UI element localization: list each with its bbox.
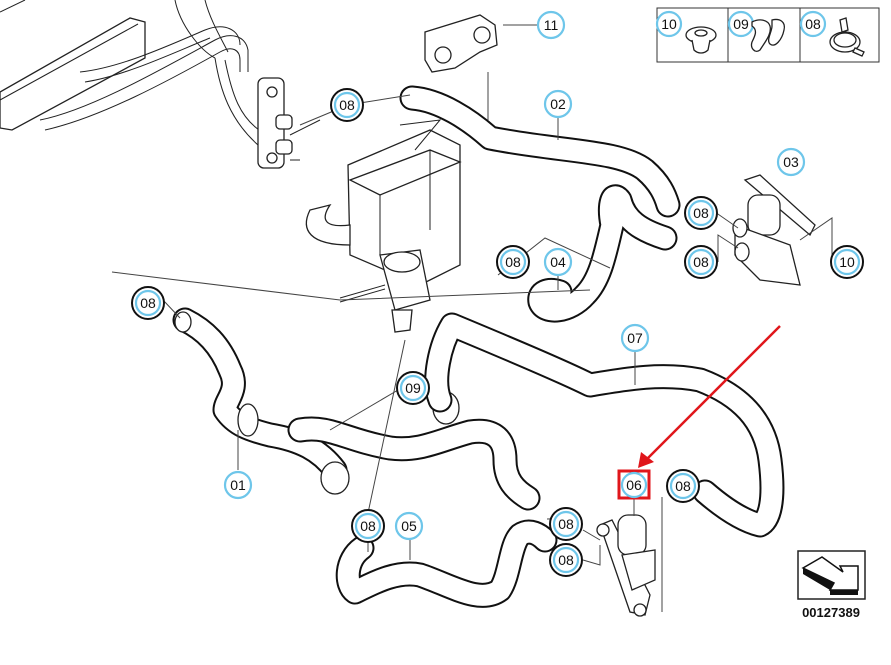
callout-10-valve[interactable]: 10: [830, 245, 864, 279]
hose-02: [399, 85, 681, 218]
leader-lines: [111, 24, 833, 612]
callout-08-center[interactable]: 08: [496, 245, 530, 279]
svg-text:02: 02: [550, 96, 566, 112]
svg-text:07: 07: [627, 330, 643, 346]
heater-core: [0, 0, 263, 146]
svg-text:08: 08: [558, 516, 574, 532]
callout-02[interactable]: 02: [543, 89, 573, 119]
svg-text:08: 08: [558, 552, 574, 568]
hose-07: [424, 312, 785, 538]
svg-text:01: 01: [230, 477, 246, 493]
svg-text:08: 08: [505, 254, 521, 270]
legend-item-08[interactable]: 08: [799, 10, 865, 57]
hose-01: [172, 307, 350, 495]
legend-item-09[interactable]: 09: [727, 10, 786, 52]
svg-text:09: 09: [405, 380, 421, 396]
svg-text:08: 08: [693, 254, 709, 270]
bracket-11: [424, 14, 498, 73]
svg-text:08: 08: [360, 518, 376, 534]
clamp-icon: [750, 18, 786, 52]
svg-text:10: 10: [839, 254, 855, 270]
callout-08-left[interactable]: 08: [131, 286, 165, 320]
hose-05: [335, 519, 558, 608]
callout-08-pump-upper[interactable]: 08: [549, 507, 583, 541]
arrow-direction-icon: [801, 556, 859, 595]
callout-11[interactable]: 11: [536, 10, 566, 40]
grommet-icon: [685, 26, 717, 54]
water-valve-03: [732, 174, 816, 286]
heater-flange: [257, 77, 321, 169]
svg-text:09: 09: [733, 16, 749, 32]
callout-04[interactable]: 04: [543, 247, 573, 277]
legend-item-10[interactable]: 10: [655, 10, 717, 54]
svg-text:08: 08: [339, 97, 355, 113]
callout-05[interactable]: 05: [394, 511, 424, 541]
svg-text:08: 08: [140, 295, 156, 311]
svg-text:03: 03: [783, 154, 799, 170]
water-pump-06: [596, 514, 656, 617]
auxiliary-heater-unit: [305, 119, 462, 333]
callout-03[interactable]: 03: [776, 147, 806, 177]
callout-01[interactable]: 01: [223, 470, 253, 500]
callout-08-pump-lower[interactable]: 08: [549, 543, 583, 577]
callout-09[interactable]: 09: [396, 371, 430, 405]
callout-08-valve-upper[interactable]: 08: [684, 196, 718, 230]
callout-08-top[interactable]: 08: [330, 88, 364, 122]
callout-07[interactable]: 07: [620, 323, 650, 353]
callout-08-right[interactable]: 08: [666, 469, 700, 503]
callout-08-bottom-left[interactable]: 08: [351, 509, 385, 543]
reference-number: 00127389: [802, 605, 860, 620]
svg-text:11: 11: [544, 17, 559, 33]
hose-clamp-icon: [829, 17, 865, 57]
svg-text:04: 04: [550, 254, 566, 270]
svg-text:05: 05: [401, 518, 417, 534]
svg-text:08: 08: [805, 16, 821, 32]
callout-08-valve-lower[interactable]: 08: [684, 245, 718, 279]
direction-icon-box: 00127389: [797, 550, 866, 620]
svg-text:08: 08: [675, 478, 691, 494]
callout-06-highlighted[interactable]: 06: [617, 469, 651, 500]
highlight-arrow: [638, 325, 781, 468]
svg-text:10: 10: [661, 16, 677, 32]
svg-text:08: 08: [693, 205, 709, 221]
hose-04: [527, 184, 678, 323]
small-parts-legend: 10 09 08: [655, 7, 880, 63]
svg-text:06: 06: [626, 477, 642, 493]
